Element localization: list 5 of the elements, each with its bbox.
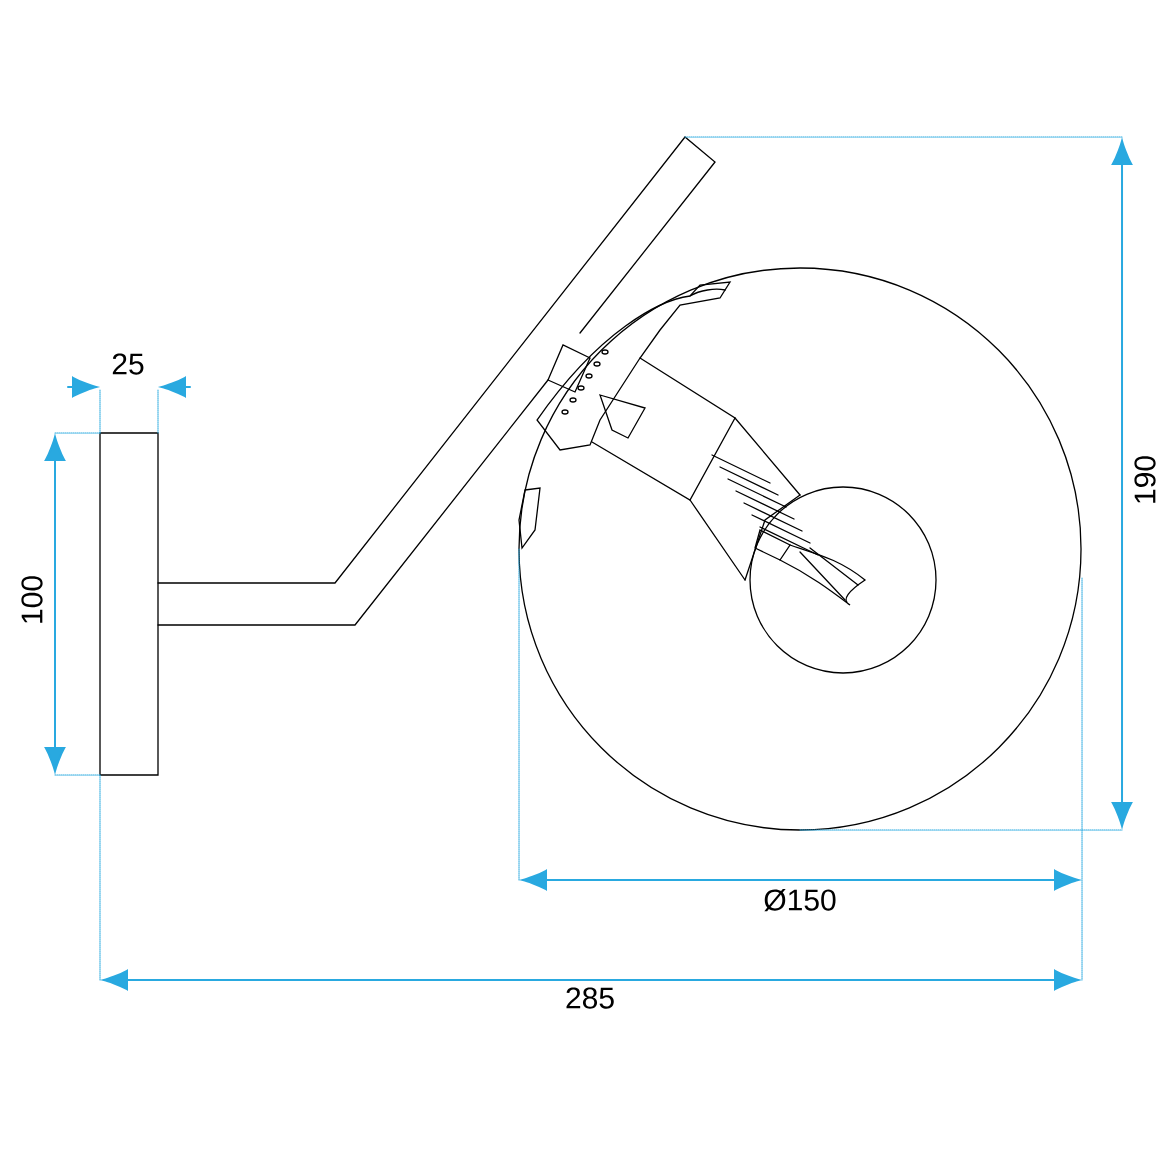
- dimension-label: 25: [112, 353, 144, 375]
- dimension-label: 285: [566, 987, 614, 1009]
- dimension-label: Ø150: [764, 888, 836, 912]
- dimension-label: 190: [1134, 456, 1156, 503]
- dimension-label: 100: [21, 576, 43, 623]
